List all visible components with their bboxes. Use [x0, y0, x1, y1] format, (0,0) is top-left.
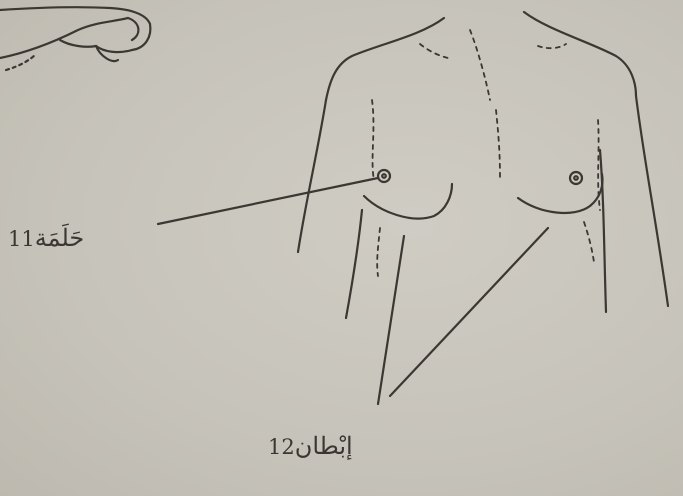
left-breast-outline	[364, 184, 452, 219]
right-arm-outline	[636, 96, 668, 306]
label-number: 12	[268, 435, 295, 459]
leader-line-12b	[390, 228, 548, 396]
leader-line-11	[158, 178, 378, 224]
label-nipple: حَلَمَة11	[8, 224, 94, 252]
left-arm-outline	[298, 100, 326, 252]
label-number: 11	[8, 227, 35, 251]
leader-line-12a	[378, 236, 404, 404]
left-shoulder-line	[326, 18, 444, 100]
hand-line-drawing-icon	[0, 7, 150, 70]
right-nipple	[570, 172, 582, 184]
left-nipple	[378, 170, 390, 182]
right-shoulder-line	[524, 12, 636, 96]
label-axillae: إبْطان12	[268, 432, 363, 460]
label-term: إبْطان	[295, 432, 353, 460]
label-term: حَلَمَة	[35, 224, 85, 252]
right-breast-outline	[518, 174, 603, 213]
